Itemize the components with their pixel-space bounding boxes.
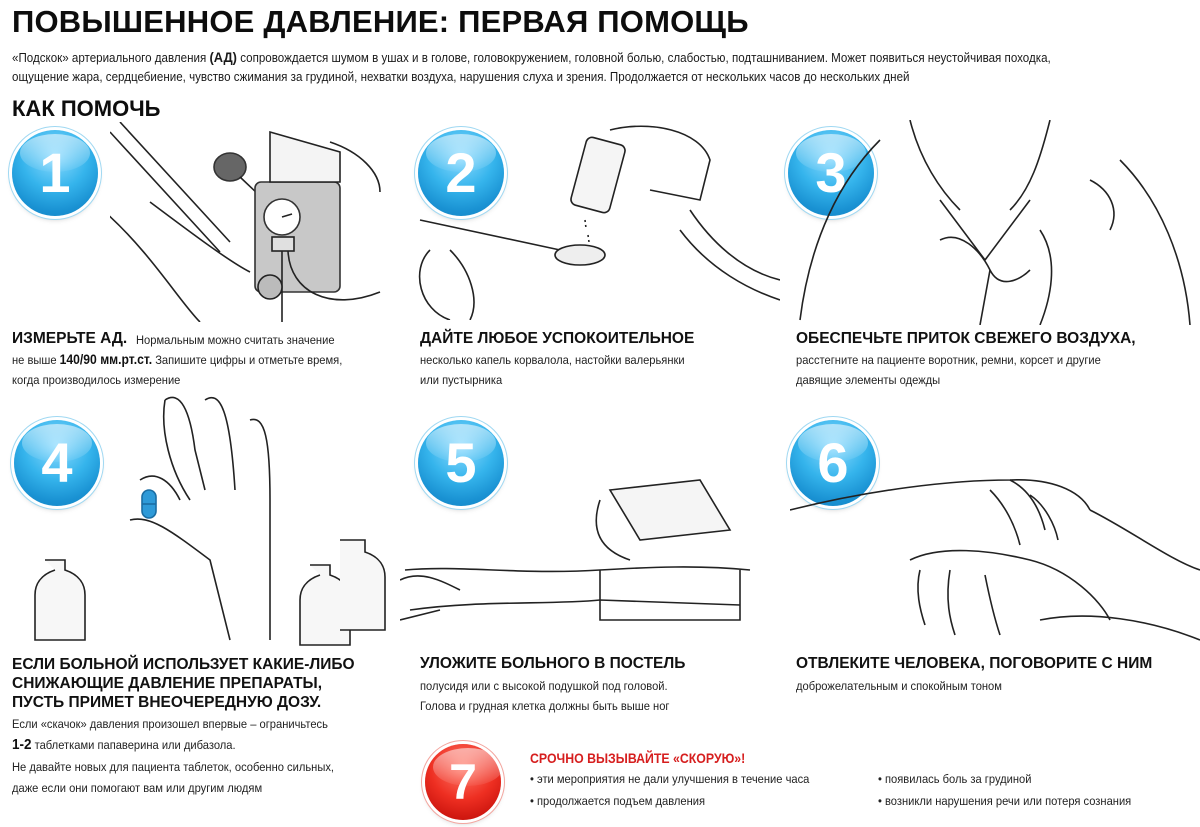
emergency-condition: продолжается подъем давления <box>530 790 809 812</box>
step-4-text-b: 1-2 таблетками папаверина или дибазола. <box>12 736 236 753</box>
step-4-text-d: даже если они помогают вам или другим лю… <box>12 781 263 795</box>
step-3-badge: 3 <box>788 130 874 216</box>
tablet-count: 1-2 <box>12 736 32 753</box>
step-5-text-a: полусидя или с высокой подушкой под голо… <box>420 679 668 693</box>
intro-abbrev: (АД) <box>209 49 237 65</box>
step-1-heading: ИЗМЕРЬТЕ АД. <box>12 330 128 347</box>
hand-with-pill-illustration <box>30 390 400 650</box>
step-6-heading: ОТВЛЕКИТЕ ЧЕЛОВЕКА, ПОГОВОРИТЕ С НИМ <box>796 655 1153 672</box>
normal-pressure-value: 140/90 мм.рт.ст. <box>59 352 153 367</box>
step-2-text-a: несколько капель корвалола, настойки вал… <box>420 353 685 367</box>
blood-pressure-cuff-illustration <box>104 121 400 323</box>
step-4-badge: 4 <box>14 420 100 506</box>
step-6-text-a: доброжелательным и спокойным тоном <box>796 679 1002 693</box>
step-3-heading: ОБЕСПЕЧЬТЕ ПРИТОК СВЕЖЕГО ВОЗДУХА, <box>796 330 1136 347</box>
emergency-condition: появилась боль за грудиной <box>878 768 1131 790</box>
emergency-condition: возникли нарушения речи или потеря созна… <box>878 790 1131 812</box>
step-1-badge: 1 <box>12 130 98 216</box>
drops-on-spoon-illustration <box>410 120 781 321</box>
step-1-text-c: когда производилось измерение <box>12 373 181 387</box>
step-2-text-b: или пустырника <box>420 373 503 387</box>
emergency-condition: эти мероприятия не дали улучшения в тече… <box>530 768 809 790</box>
step-2-badge: 2 <box>418 130 504 216</box>
step-1-text-a: Нормальным можно считать значение <box>136 333 335 347</box>
emergency-conditions-right: появилась боль за грудиной возникли нару… <box>878 768 1131 812</box>
step-1-text-b: не выше 140/90 мм.рт.ст. Запишите цифры … <box>12 352 343 367</box>
step-6-badge: 6 <box>790 420 876 506</box>
step-5-text-b: Голова и грудная клетка должны быть выше… <box>420 699 670 713</box>
step-5-badge: 5 <box>418 420 504 506</box>
step-4-text-a: Если «скачок» давления произошел впервые… <box>12 717 328 731</box>
page-title: ПОВЫШЕННОЕ ДАВЛЕНИЕ: ПЕРВАЯ ПОМОЩЬ <box>12 4 749 39</box>
step-5-heading: УЛОЖИТЕ БОЛЬНОГО В ПОСТЕЛЬ <box>420 655 686 672</box>
section-title: КАК ПОМОЧЬ <box>12 96 161 121</box>
emergency-title: СРОЧНО ВЫЗЫВАЙТЕ «СКОРУЮ»! <box>530 750 746 766</box>
intro-text: «Подскок» артериального давления (АД) со… <box>12 49 1051 84</box>
step-3-text-b: давящие элементы одежды <box>796 373 941 387</box>
emergency-conditions-left: эти мероприятия не дали улучшения в тече… <box>530 768 809 812</box>
comforting-hands-illustration <box>789 450 1200 650</box>
patient-in-bed-illustration <box>399 470 780 650</box>
unbutton-collar-illustration <box>790 119 1200 326</box>
step-4-heading: ЕСЛИ БОЛЬНОЙ ИСПОЛЬЗУЕТ КАКИЕ-ЛИБО СНИЖА… <box>12 656 355 711</box>
step-2-heading: ДАЙТЕ ЛЮБОЕ УСПОКОИТЕЛЬНОЕ <box>420 330 695 347</box>
step-3-text-a: расстегните на пациенте воротник, ремни,… <box>796 353 1101 367</box>
step-7-badge: 7 <box>425 744 501 820</box>
step-4-text-c: Не давайте новых для пациента таблеток, … <box>12 760 335 774</box>
